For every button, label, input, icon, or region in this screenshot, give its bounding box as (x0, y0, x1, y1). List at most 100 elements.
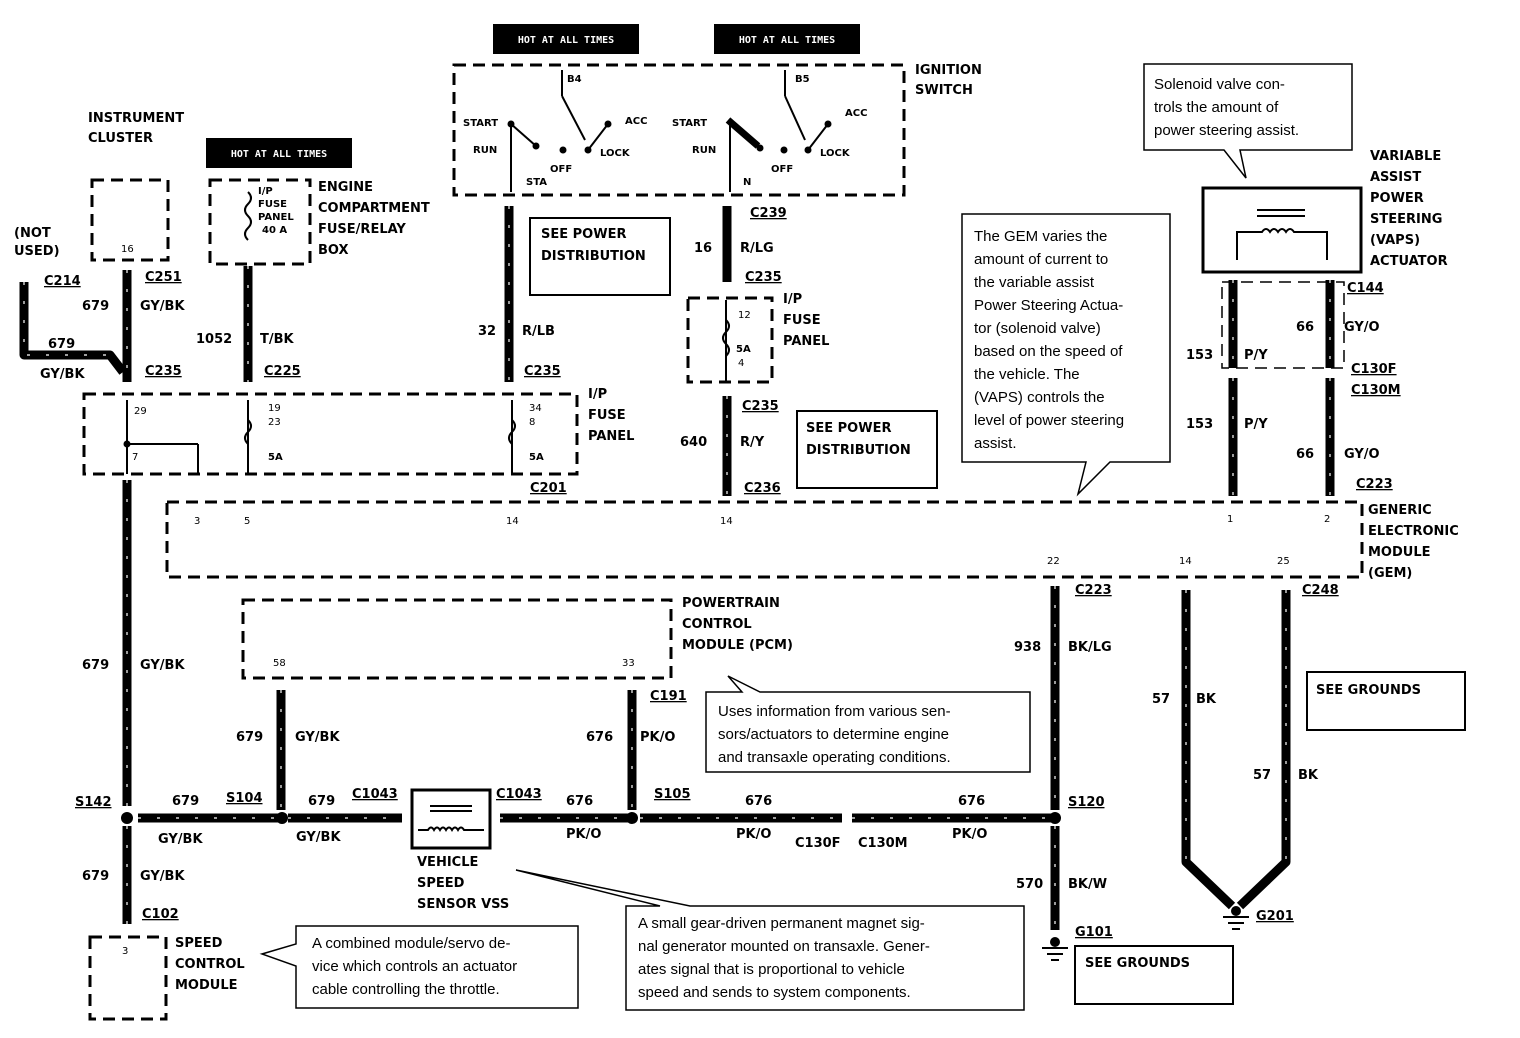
svg-text:14: 14 (720, 516, 733, 527)
svg-text:66: 66 (1296, 320, 1314, 335)
svg-text:57: 57 (1152, 692, 1170, 707)
terminal-b4: B4 (567, 74, 582, 85)
svg-text:OFF: OFF (550, 164, 572, 175)
svg-text:G101: G101 (1075, 925, 1113, 940)
svg-text:4: 4 (738, 358, 744, 369)
svg-text:STA: STA (526, 177, 547, 188)
svg-text:5A: 5A (736, 344, 751, 355)
svg-text:676: 676 (586, 730, 613, 745)
svg-text:676: 676 (566, 794, 593, 809)
svg-text:C201: C201 (530, 481, 567, 496)
hot-tag-2-label: HOT AT ALL TIMES (739, 35, 835, 46)
hot-tag-2 (714, 24, 860, 54)
svg-text:GY/BK: GY/BK (140, 658, 185, 673)
svg-text:GY/BK: GY/BK (140, 299, 185, 314)
splice-s120 (1049, 812, 1061, 824)
vss-box (410, 788, 492, 850)
svg-text:A combined module/servo de-vic: A combined module/servo de-vice which co… (312, 935, 517, 998)
svg-text:5A: 5A (268, 452, 283, 463)
svg-text:29: 29 (134, 406, 147, 417)
svg-text:23: 23 (268, 417, 281, 428)
svg-text:153: 153 (1186, 348, 1213, 363)
fuse-40a-icon (244, 191, 252, 241)
see-grounds-2[interactable] (1074, 945, 1234, 1005)
svg-text:14: 14 (506, 516, 519, 527)
svg-text:GY/BK: GY/BK (158, 832, 203, 847)
svg-text:Uses information from various: Uses information from various sen-sors/a… (718, 703, 951, 766)
svg-text:A small gear-driven permanent: A small gear-driven permanent magnet sig… (638, 915, 930, 1001)
svg-text:C235: C235 (742, 399, 779, 414)
see-power-distribution-2[interactable] (796, 410, 938, 489)
hot-tag-1 (493, 24, 639, 54)
vaps-actuator-box (1201, 186, 1363, 274)
svg-text:679: 679 (236, 730, 263, 745)
solenoid-coil-icon (1236, 228, 1328, 260)
svg-text:START: START (672, 118, 707, 129)
pcm-module-box (241, 598, 673, 680)
svg-text:PK/O: PK/O (640, 730, 675, 745)
engine-compartment-fuse-box (208, 178, 312, 266)
splice-s104 (276, 812, 288, 824)
svg-text:BK: BK (1196, 692, 1217, 707)
svg-text:676: 676 (745, 794, 772, 809)
svg-text:C235: C235 (145, 364, 182, 379)
svg-text:GY/BK: GY/BK (295, 730, 340, 745)
wire-labels: 679 GY/BK 679 GY/BK 1052 T/BK 32 R/LB 16… (40, 241, 1380, 892)
svg-text:PK/O: PK/O (736, 827, 771, 842)
svg-text:153: 153 (1186, 417, 1213, 432)
connector-labels: C214 C251 C235 C225 C235 C239 C235 C235 … (44, 206, 1401, 940)
callout-speed-control: A combined module/servo de-vice which co… (259, 925, 579, 1009)
svg-text:5A: 5A (529, 452, 544, 463)
svg-text:5: 5 (244, 516, 250, 527)
svg-text:G201: G201 (1256, 909, 1294, 924)
ip-fuse-panel-left (82, 392, 579, 476)
svg-text:R/Y: R/Y (740, 435, 765, 450)
svg-text:16: 16 (121, 244, 134, 255)
svg-text:GY/O: GY/O (1344, 320, 1380, 335)
svg-text:R/LB: R/LB (522, 324, 555, 339)
svg-text:19: 19 (268, 403, 281, 414)
splice-s105 (626, 812, 638, 824)
svg-text:7: 7 (132, 452, 138, 463)
svg-text:32: 32 (478, 324, 496, 339)
ignition-switch-left: B4 START RUN OFF ACC LOCK STA (463, 70, 647, 192)
svg-text:22: 22 (1047, 556, 1060, 567)
svg-text:C235: C235 (745, 270, 782, 285)
svg-text:BK: BK (1298, 768, 1319, 783)
svg-text:679: 679 (308, 794, 335, 809)
svg-text:S105: S105 (654, 787, 691, 802)
svg-text:33: 33 (622, 658, 635, 669)
svg-text:RUN: RUN (692, 145, 716, 156)
svg-text:25: 25 (1277, 556, 1290, 567)
terminal-b5: B5 (795, 74, 810, 85)
svg-text:57: 57 (1253, 768, 1271, 783)
svg-text:C223: C223 (1356, 477, 1393, 492)
see-grounds-1[interactable] (1306, 671, 1466, 731)
svg-text:C144: C144 (1347, 281, 1384, 296)
svg-text:C130F: C130F (1351, 362, 1397, 377)
see-power-distribution-1[interactable] (529, 217, 671, 296)
svg-text:C130M: C130M (1351, 383, 1401, 398)
svg-text:C223: C223 (1075, 583, 1112, 598)
svg-text:ACC: ACC (845, 108, 867, 119)
speed-control-module-box (88, 935, 168, 1021)
svg-text:C1043: C1043 (496, 787, 542, 802)
svg-text:3: 3 (122, 946, 128, 957)
svg-text:C214: C214 (44, 274, 81, 289)
svg-text:S104: S104 (226, 791, 263, 806)
svg-text:C102: C102 (142, 907, 179, 922)
see-grounds-1-label: SEE GROUNDS (1316, 683, 1421, 698)
svg-text:C239: C239 (750, 206, 787, 221)
svg-text:START: START (463, 118, 498, 129)
svg-text:679: 679 (172, 794, 199, 809)
svg-text:C225: C225 (264, 364, 301, 379)
gem-module-box (165, 500, 1364, 579)
